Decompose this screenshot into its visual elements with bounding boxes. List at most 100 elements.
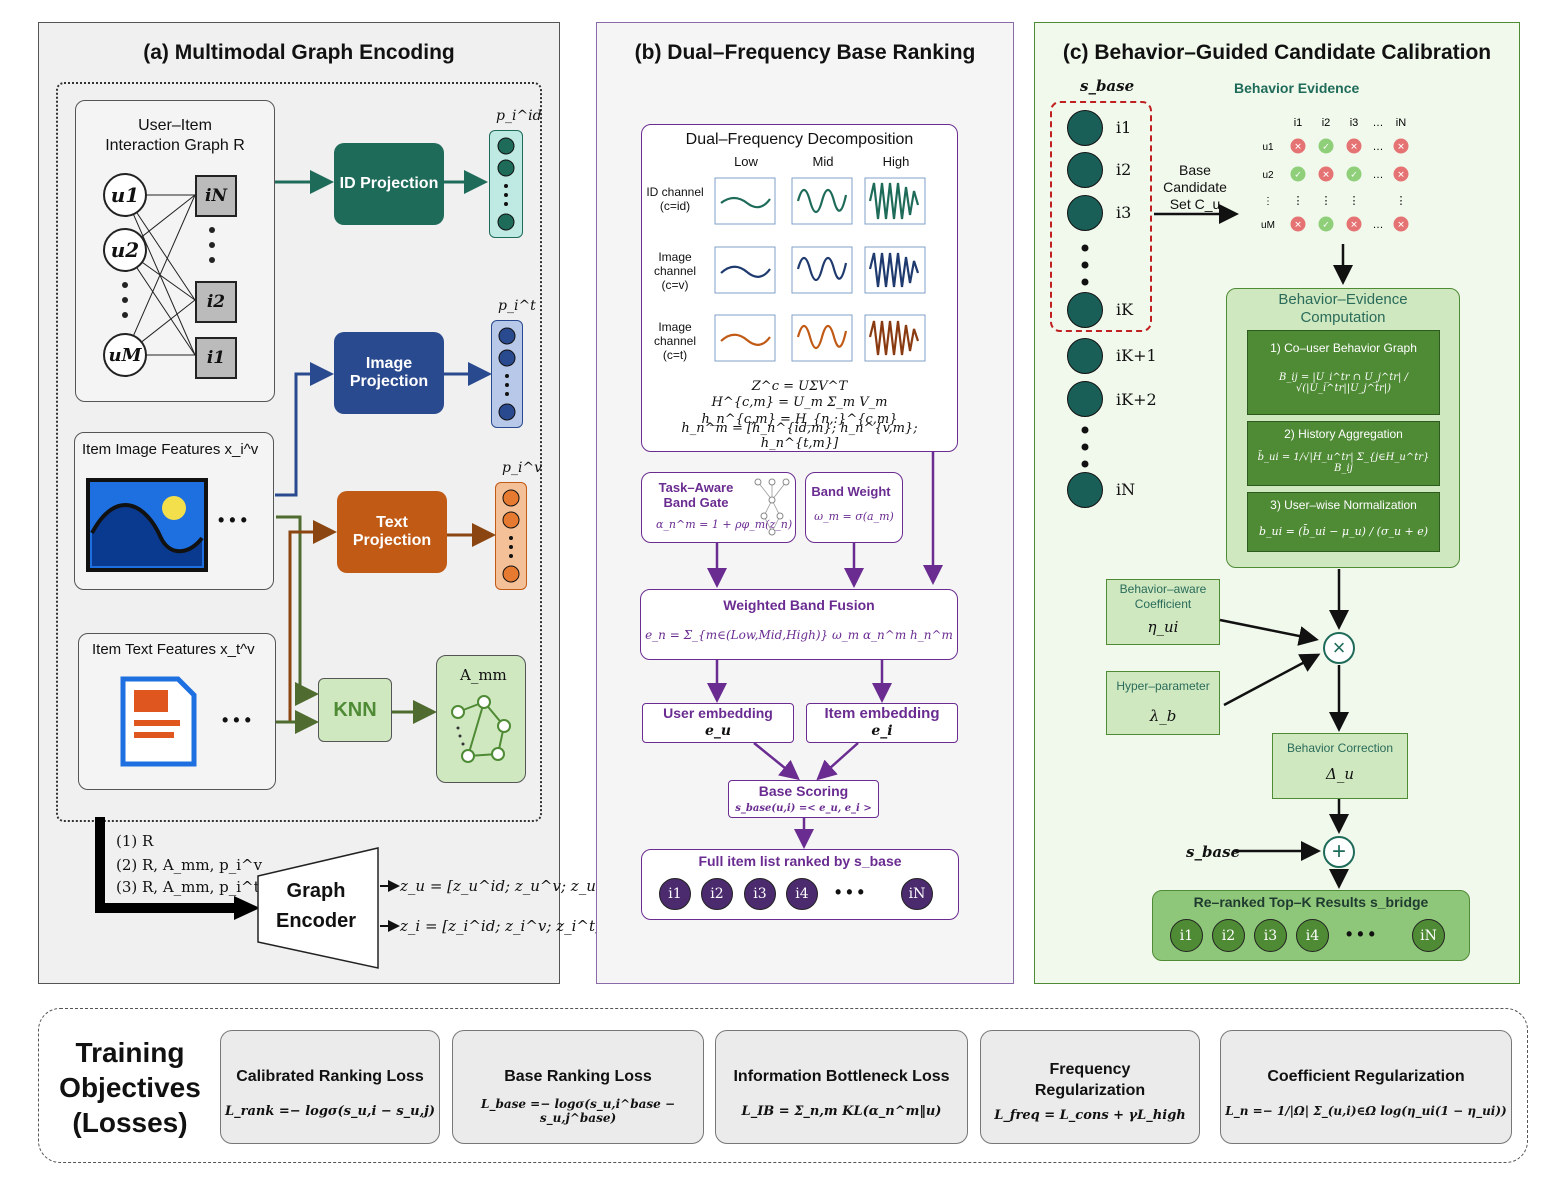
candidate-node-k: [1067, 292, 1103, 328]
image-projection: Image Projection: [334, 332, 444, 414]
image-features-label: Item Image Features x_i^v: [82, 441, 259, 458]
loss-name-base: Base Ranking Loss: [504, 1068, 652, 1085]
rest-node-k2: [1067, 381, 1103, 417]
p-t-label: p_i^v: [502, 460, 543, 476]
decomp-title: Dual–Frequency Decomposition: [685, 131, 914, 148]
user-embedding-label: User embedding: [663, 705, 773, 721]
matrix-mark: ✕: [1322, 170, 1330, 180]
matrix-row-label: u1: [1262, 142, 1274, 153]
plus-operator: +: [1323, 836, 1355, 868]
knn-graph-icon: [451, 695, 511, 763]
hyper-sym: λ_b: [1149, 707, 1177, 725]
channel-v-label: Image channel (c=v): [653, 250, 697, 292]
cross-icon: [1393, 216, 1409, 232]
rerank-item-2: i2: [1212, 919, 1245, 952]
candidate-node-1: [1067, 110, 1103, 146]
loss-card-rank: [220, 1030, 440, 1144]
coef-title: Behavior–aware Coefficient: [1119, 582, 1207, 611]
item-node-n: iN: [195, 175, 237, 217]
band-weight-box: [805, 472, 903, 543]
item-embedding-sym: e_i: [871, 723, 893, 739]
channel-id-label: ID channel (c=id): [646, 185, 704, 213]
ranked-item-n: iN: [901, 878, 933, 910]
rest-node-k1: [1067, 338, 1103, 374]
band-mid: Mid: [812, 153, 834, 169]
vector-dots: [497, 137, 520, 583]
fusion-box: [640, 589, 958, 660]
fusion-eq: e_n = Σ_{m∈(Low,Mid,High)} ω_m α_n^m h_n…: [645, 628, 953, 642]
loss-card-ib: [715, 1030, 968, 1144]
matrix-ellipsis: …: [1373, 219, 1384, 231]
correction-box: [1272, 733, 1408, 799]
losses-panel: [38, 1008, 1528, 1163]
band-low: Low: [734, 153, 758, 169]
matrix-ellipsis: …: [1373, 169, 1384, 181]
zi-eq: z_i = [z_i^id; z_i^v; z_i^t]: [400, 917, 601, 935]
matrix-mark: ✓: [1322, 142, 1330, 152]
p-v-label: p_i^t: [498, 298, 536, 314]
step3-box: [1247, 492, 1440, 552]
cross-icon: [1346, 138, 1362, 154]
ranked-list-title: Full item list ranked by s_base: [698, 853, 902, 869]
eq-svd: Z^c = UΣV^T: [751, 378, 848, 394]
s-base-label: s_base: [1080, 77, 1135, 95]
panel-a-inner-dashed: [56, 82, 542, 822]
candidate-dots: [1081, 244, 1089, 468]
cross-icon: [1393, 138, 1409, 154]
losses-heading-2: Objectives: [59, 1072, 201, 1103]
rerank-ellipsis: • • •: [1346, 924, 1375, 944]
rest-node-n: [1067, 472, 1103, 508]
matrix-mark: ✓: [1350, 170, 1358, 180]
coef-sym: η_ui: [1147, 618, 1179, 636]
loss-name-ib: Information Bottleneck Loss: [733, 1068, 950, 1085]
loss-eq-coef: L_n =− 1/|Ω| Σ_(u,i)∈Ω log(η_ui(1 − η_ui…: [1225, 1104, 1507, 1118]
id-projection: ID Projection: [334, 143, 444, 225]
loss-card-coef: [1220, 1030, 1512, 1144]
neural-net-icon: [754, 478, 790, 536]
rerank-item-n: iN: [1412, 919, 1445, 952]
ranked-item-2: i2: [701, 878, 733, 910]
rerank-item-4: i4: [1296, 919, 1329, 952]
matrix-col-label: i2: [1322, 117, 1331, 129]
ranked-item-1: i1: [659, 878, 691, 910]
panel-c-arrows: [1154, 204, 1353, 889]
eq-band: H^{c,m} = U_m Σ_m V_m: [711, 394, 888, 410]
matrix-mark: ✕: [1350, 142, 1358, 152]
step1-title: 1) Co–user Behavior Graph: [1270, 341, 1417, 355]
step1-box: [1247, 330, 1440, 415]
base-candidate-label: Base Candidate Set C_u: [1163, 161, 1227, 212]
frequency-wave-grid: [714, 177, 926, 362]
hyper-box: [1106, 671, 1220, 735]
loss-eq-rank: L_rank =− logσ(s_u,i − s_u,j): [225, 1103, 435, 1119]
base-scoring-box: [728, 780, 879, 818]
image-icon: [86, 478, 208, 572]
encoder-input-2: (2) R, A_mm, p_i^v: [116, 856, 263, 874]
panel-a-arrows: [95, 170, 496, 932]
base-scoring-title: Base Scoring: [758, 783, 849, 799]
matrix-row-label: u2: [1262, 170, 1274, 181]
matrix-col-label: iN: [1396, 117, 1406, 129]
candidate-label-k: iK: [1116, 300, 1134, 319]
rest-label-k1: iK+1: [1116, 346, 1157, 365]
step3-title: 3) User–wise Normalization: [1270, 498, 1417, 512]
panel-a-title: (a) Multimodal Graph Encoding: [143, 41, 455, 64]
step2-box: [1247, 421, 1440, 486]
rest-label-k2: iK+2: [1116, 390, 1157, 409]
panel-b-arrows: [707, 452, 943, 849]
loss-eq-ib: L_IB = Σ_n,m KL(α_n^m‖u): [741, 1103, 942, 1119]
base-scoring-eq: s_base(u,i) =< e_u, e_i >: [735, 802, 872, 814]
cross-icon: [1290, 216, 1306, 232]
matrix-mark: ✕: [1397, 142, 1405, 152]
band-gate-title: Task–Aware Band Gate: [658, 480, 734, 510]
multiply-operator: ×: [1323, 632, 1355, 664]
matrix-col-label: …: [1373, 117, 1384, 129]
text-projection: Text Projection: [337, 491, 447, 573]
check-icon: [1290, 166, 1306, 182]
losses-heading-1: Training: [75, 1037, 185, 1068]
panel-c-title: (c) Behavior–Guided Candidate Calibratio…: [1062, 41, 1492, 64]
rerank-title: Re–ranked Top–K Results s_bridge: [1193, 894, 1429, 910]
channel-t-label: Image channel (c=t): [653, 320, 697, 362]
ranked-item-3: i3: [744, 878, 776, 910]
step2-title: 2) History Aggregation: [1284, 427, 1403, 441]
item-embedding-box: [806, 703, 958, 743]
